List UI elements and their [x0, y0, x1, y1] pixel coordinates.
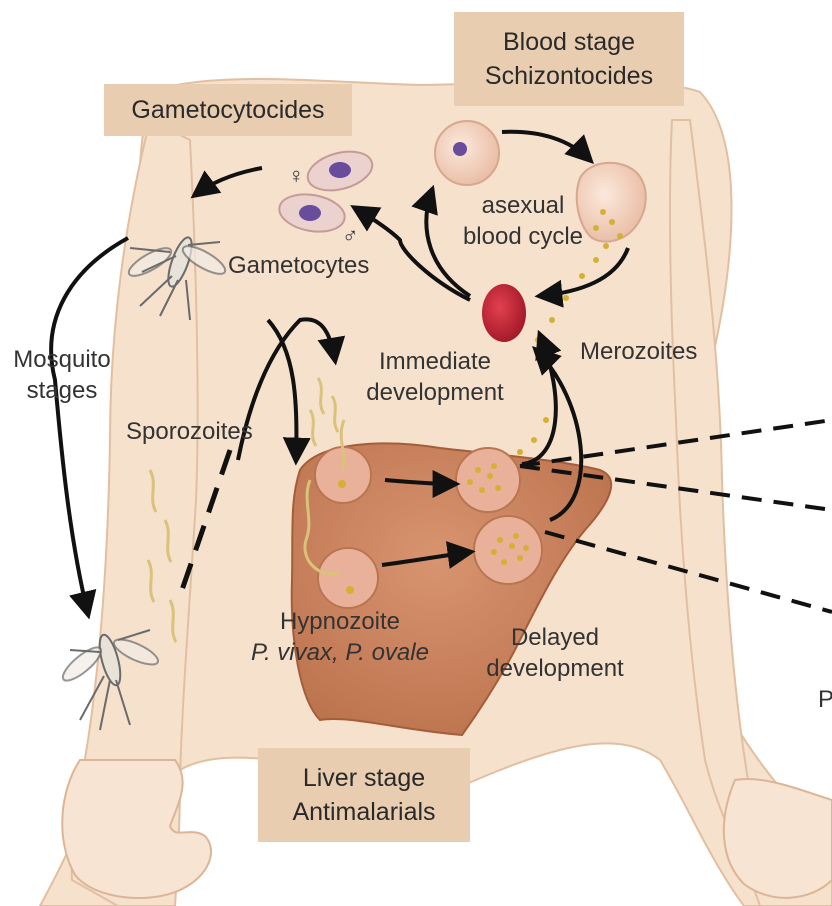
immediate-line: Immediate: [350, 346, 520, 377]
right-hand: [724, 779, 832, 898]
gametocytocides-label-box: Gametocytocides: [104, 84, 352, 136]
red-blood-cell-top-left: [435, 121, 499, 185]
asexual-line: asexual: [446, 190, 600, 221]
liver-cell-hypnozoite: [318, 548, 378, 608]
mosquito-line: Mosquito: [6, 344, 118, 375]
hypnozoite-line: Hypnozoite: [240, 606, 440, 637]
infected-red-blood-cell: [482, 284, 526, 342]
liver-stage-title: Liver stage: [303, 761, 425, 795]
liver-stage-label-box: Liver stage Antimalarials: [258, 748, 470, 842]
merozoites-label: Merozoites: [580, 336, 697, 367]
mosquito-stages-label: Mosquito stages: [6, 344, 118, 406]
left-hand: [62, 760, 211, 898]
hypnozoite-species-line: P. vivax, P. ovale: [240, 637, 440, 668]
gametocytocides-title: Gametocytocides: [131, 93, 324, 127]
edge-letter-label: P: [818, 684, 832, 715]
delayed-development-label: Delayed development: [470, 622, 640, 684]
blood-stage-title: Blood stage: [503, 25, 635, 59]
gametocytes-label: Gametocytes: [228, 250, 369, 281]
blood-cycle-line: blood cycle: [446, 221, 600, 252]
asexual-blood-cycle-label: asexual blood cycle: [446, 190, 600, 252]
immediate-development-label: Immediate development: [350, 346, 520, 408]
blood-stage-subtitle: Schizontocides: [485, 59, 653, 93]
immediate-development-line: development: [350, 377, 520, 408]
delayed-line: Delayed: [470, 622, 640, 653]
blood-stage-label-box: Blood stage Schizontocides: [454, 12, 684, 106]
male-symbol: ♂: [342, 220, 359, 251]
liver-schizont-immediate: [456, 448, 520, 512]
delayed-development-line: development: [470, 653, 640, 684]
liver-stage-subtitle: Antimalarials: [292, 795, 435, 829]
liver-schizont-delayed: [474, 516, 542, 584]
sporozoites-label: Sporozoites: [126, 416, 253, 447]
hypnozoite-label: Hypnozoite P. vivax, P. ovale: [240, 606, 440, 668]
female-symbol: ♀: [288, 160, 305, 191]
stages-line: stages: [6, 375, 118, 406]
